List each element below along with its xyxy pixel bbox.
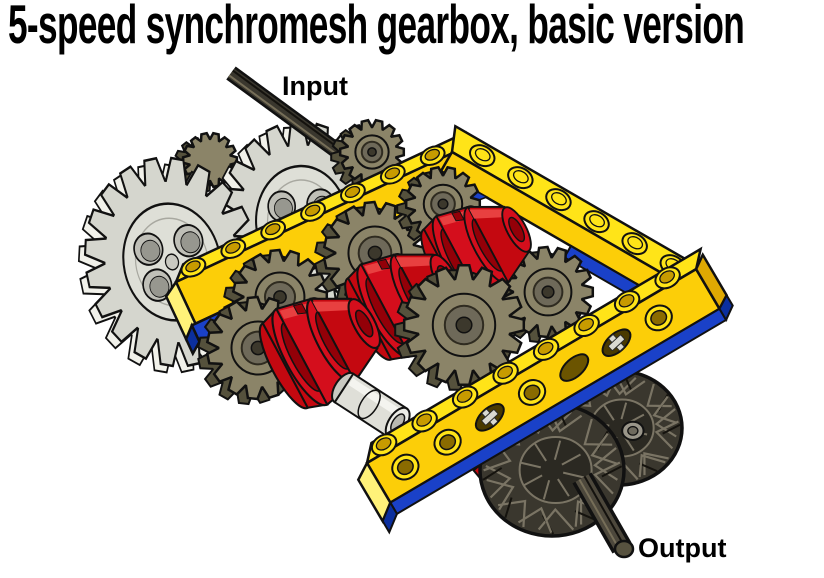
axle-sleeve — [331, 371, 411, 439]
beam-slot — [559, 353, 590, 382]
gear-16t-front — [394, 263, 526, 391]
driving-ring-1 — [258, 297, 381, 410]
axle-hole — [474, 403, 505, 432]
page-title: 5-speed synchromesh gearbox, basic versi… — [8, 0, 745, 55]
input-label: Input — [282, 71, 348, 101]
output-label: Output — [638, 533, 727, 563]
front-yellow-beam — [356, 246, 734, 535]
axle-hole — [601, 328, 632, 358]
output-axle — [572, 472, 635, 559]
